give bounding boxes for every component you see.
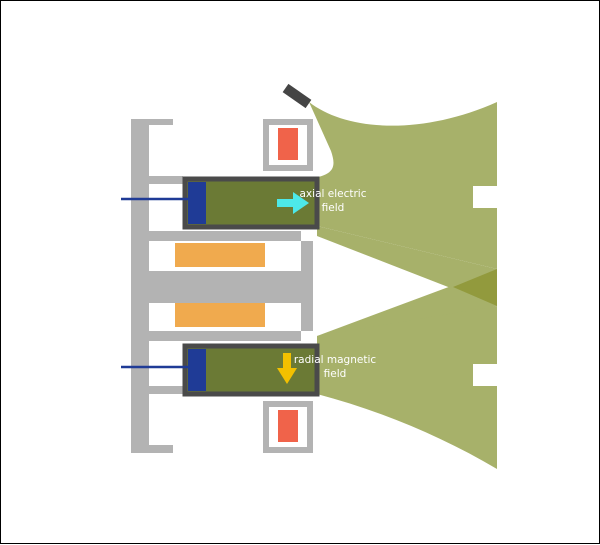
inner-coil-lower [175,303,265,327]
plume-lower-beam [317,269,497,348]
housing-lower-box [263,401,313,453]
anode-lower [188,349,206,391]
cathode [282,83,312,109]
housing-upper [131,119,301,263]
outer-coil-lower [278,410,298,442]
electric-field-arrow-icon [277,192,309,214]
axial-field-label-line1: axial electric [300,188,367,200]
plume-upper-region [306,102,497,269]
radial-field-label-line2: field [324,368,347,380]
inner-coil-upper [175,243,265,267]
plume-overlap [453,269,497,306]
radial-field-label-line1: radial magnetic [294,354,376,366]
anode-upper [188,182,206,224]
housing-upper-box [263,119,313,171]
central-pole [131,241,313,331]
axial-field-label-line2: field [322,202,345,214]
outer-coil-upper [278,128,298,160]
plume-lower-region [317,306,497,469]
housing-lower [131,301,301,453]
magnetic-field-arrow-icon [277,353,297,384]
